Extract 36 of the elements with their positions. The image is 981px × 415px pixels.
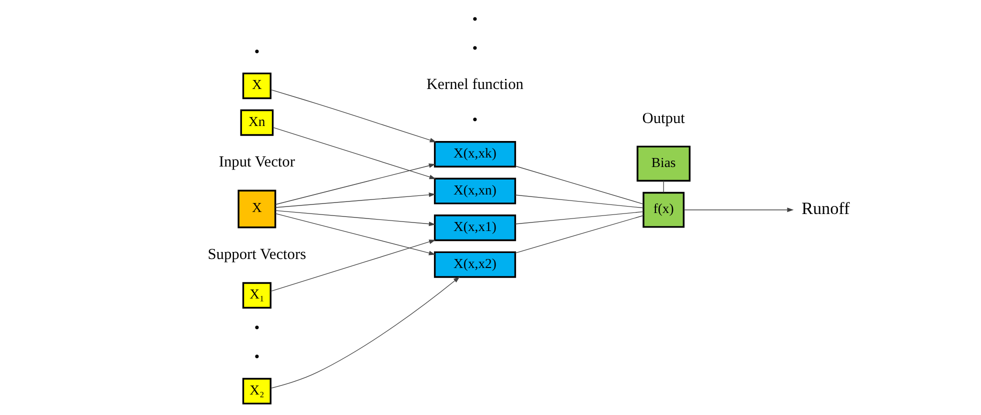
connector [663,180,664,193]
node-box: X(x,xn) [434,178,516,204]
node-box: X(x,x2) [434,251,516,278]
label: • [472,40,478,57]
node-box: Bias [636,146,691,182]
node-box: X₂ [242,378,272,404]
label: Input Vector [218,154,295,171]
node-box: X(x,x1) [434,214,516,242]
node-box: X [238,190,276,228]
label: • [254,43,260,60]
connector [514,166,644,204]
label: • [254,319,260,336]
node-box: X [242,72,272,100]
label: • [254,348,260,366]
arrow [275,213,436,256]
node-box: X(x,xk) [434,141,516,168]
connector [514,215,644,254]
node-box: f(x) [642,192,685,228]
label: • [472,10,478,28]
arrow [275,163,436,205]
label: • [472,112,478,129]
arrow [275,192,436,208]
arrow [272,127,436,180]
node-box: Xn [240,109,274,136]
connector [514,211,644,224]
label: Support Vectors [208,246,306,263]
node-box: X₁ [242,282,272,309]
arrow [270,89,436,142]
arrow [275,210,436,226]
node-text: Runoff [802,199,850,218]
label: Kernel function [426,76,524,93]
arrow [683,208,794,212]
label: Output [642,110,685,127]
arrow [270,276,460,389]
connector [514,194,644,208]
arrow [270,240,436,292]
